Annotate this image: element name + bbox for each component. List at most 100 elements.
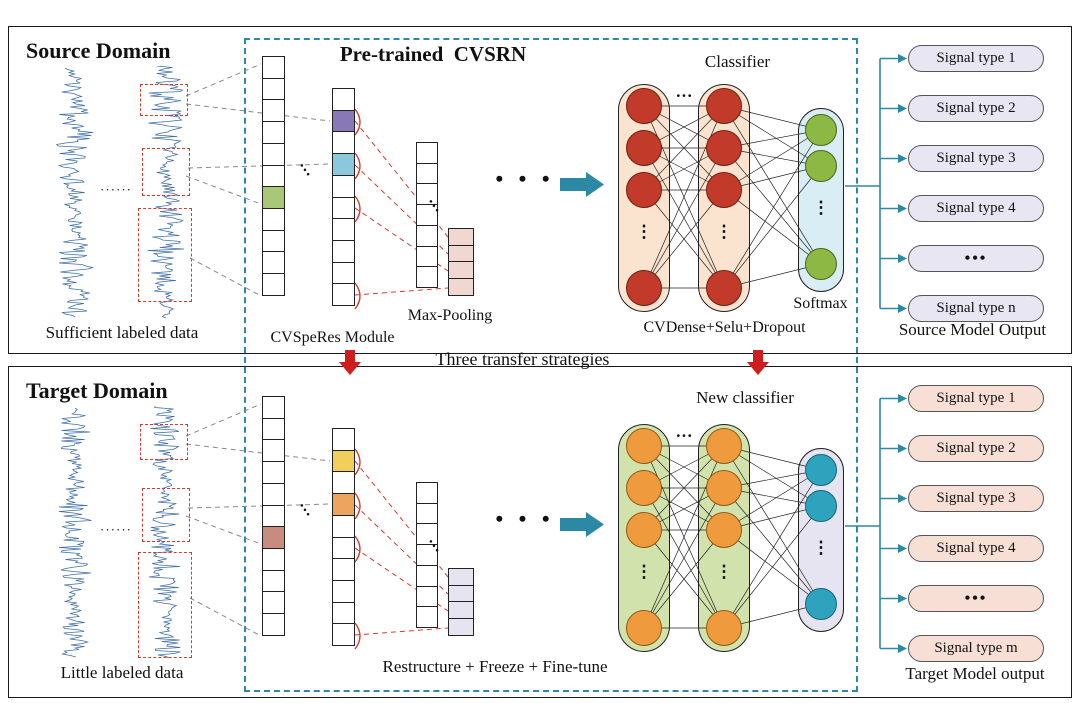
neuron (706, 512, 742, 548)
feature-cell (262, 482, 285, 506)
neuron (706, 428, 742, 464)
softmax-label: Softmax (793, 295, 848, 312)
feature-cell (332, 471, 355, 495)
feature-cell (262, 121, 285, 145)
feature-cell (416, 502, 438, 525)
feature-cell (262, 526, 285, 550)
neuron (626, 610, 662, 646)
feature-cell (262, 569, 285, 593)
sample-window-box (142, 488, 190, 542)
restructure-strategy-label: Restructure + Freeze + Fine-tune (382, 657, 608, 676)
waveform-ellipsis: ······ (100, 182, 132, 197)
neuron (706, 88, 742, 124)
feature-cell (262, 547, 285, 571)
feature-cell (262, 186, 285, 210)
source-domain-title: Source Domain (26, 38, 171, 63)
source-waveform-2 (147, 66, 185, 318)
feature-cell (332, 601, 355, 625)
feature-cell (332, 261, 355, 285)
feature-cell (332, 428, 355, 451)
neuron (626, 428, 662, 464)
feature-cell (262, 251, 285, 275)
neuron (706, 470, 742, 506)
neuron (626, 88, 662, 124)
layer-inter-dots: ··· (675, 426, 693, 445)
feature-cell (416, 585, 438, 608)
signal-type-pill: Signal type 1 (908, 45, 1044, 72)
feature-cell (332, 623, 355, 647)
hidden-layers-dots: • • • (495, 166, 555, 191)
feature-cell (332, 174, 355, 198)
feature-cell (332, 536, 355, 560)
source-maxpool-column (448, 228, 474, 297)
target-feature-column-1 (262, 396, 285, 637)
feature-cell (332, 88, 355, 111)
feature-cell (332, 283, 355, 307)
neuron-vertical-dots: ⋮ (635, 562, 653, 581)
feature-cell (262, 229, 285, 253)
feature-cell (416, 564, 438, 587)
feature-cell (448, 601, 474, 620)
signal-type-ellipsis-pill: ••• (908, 585, 1044, 612)
sample-window-box (140, 424, 188, 460)
signal-type-pill: Signal type 2 (908, 435, 1044, 462)
little-data-label: Little labeled data (60, 663, 184, 682)
neuron (805, 490, 837, 522)
feature-cell (448, 278, 474, 297)
feature-cell (416, 162, 438, 185)
feature-cell (262, 439, 285, 463)
target-domain-title: Target Domain (26, 378, 168, 403)
neuron (805, 248, 837, 280)
neuron-vertical-dots: ⋮ (715, 562, 733, 581)
feature-cell (262, 591, 285, 615)
signal-type-pill: Signal type n (908, 295, 1044, 322)
feature-cell (332, 109, 355, 133)
feature-cell (262, 207, 285, 231)
neuron (626, 172, 662, 208)
feature-cell (448, 584, 474, 603)
feature-cell (332, 131, 355, 155)
target-feature-column-2 (332, 428, 355, 647)
feature-cell (416, 245, 438, 268)
target-domain-panel (8, 366, 1072, 698)
neuron-vertical-dots: ⋮ (715, 222, 733, 241)
feature-cell (332, 493, 355, 517)
neuron-vertical-dots: ⋮ (812, 198, 830, 217)
signal-type-pill: Signal type 4 (908, 535, 1044, 562)
pretrained-cvsrn-title: Pre-trained CVSRN (339, 42, 527, 66)
feature-cell (416, 266, 438, 289)
feature-cell (262, 273, 285, 297)
neuron (626, 270, 662, 306)
feature-cell (332, 239, 355, 263)
feature-cell (448, 568, 474, 586)
feature-cell (262, 417, 285, 441)
neuron-vertical-dots: ⋮ (635, 222, 653, 241)
neuron (706, 172, 742, 208)
neuron (706, 270, 742, 306)
feature-cell (262, 504, 285, 528)
waveform-ellipsis: ······ (100, 522, 132, 537)
feature-cell (332, 558, 355, 582)
neuron (706, 130, 742, 166)
cvdense-label: CVDense+Selu+Dropout (643, 319, 806, 336)
feature-cell (262, 461, 285, 485)
feature-cell (332, 218, 355, 242)
neuron (805, 150, 837, 182)
feature-cell (262, 396, 285, 419)
cvsrn-dashed-box (244, 38, 858, 692)
feature-cell (262, 164, 285, 188)
neuron (805, 588, 837, 620)
signal-type-pill: Signal type 1 (908, 385, 1044, 412)
feature-cell (332, 449, 355, 473)
sample-window-box (140, 84, 188, 116)
target-pool-column (448, 568, 474, 637)
target-model-output-title: Target Model output (905, 664, 1045, 683)
transfer-strategies-label: Three transfer strategies (435, 349, 610, 369)
maxpooling-label: Max-Pooling (407, 307, 493, 324)
feature-cell (262, 613, 285, 637)
feature-cell (448, 228, 474, 246)
sample-window-box (138, 208, 192, 302)
feature-cell (332, 196, 355, 220)
neuron (626, 130, 662, 166)
neuron (626, 470, 662, 506)
